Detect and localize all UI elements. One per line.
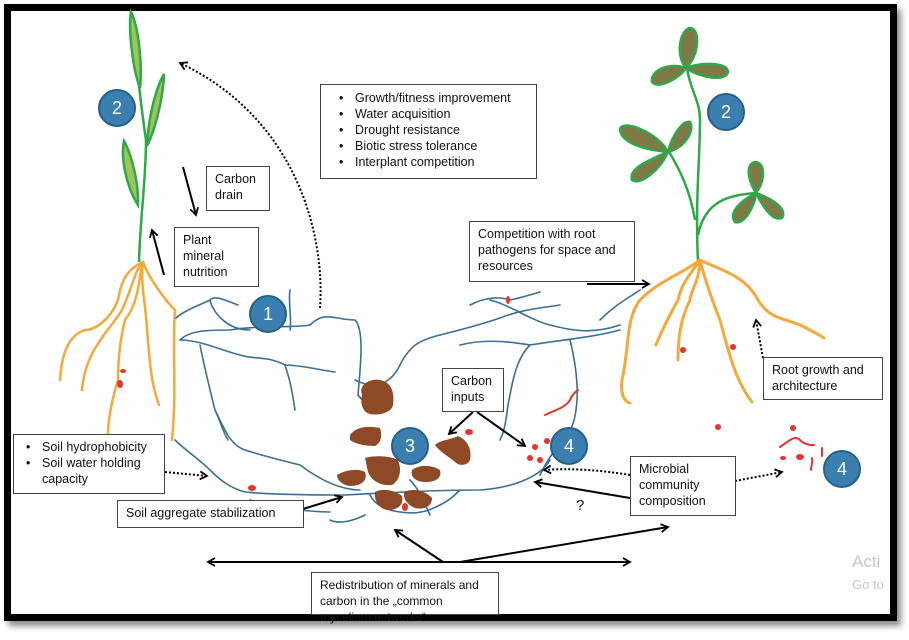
plant-mineral-nutrition-label: Plant mineral nutrition — [174, 227, 259, 287]
microbial-arrow-right — [734, 468, 784, 482]
question-mark: ? — [576, 497, 585, 514]
badge-4-right: 4 — [823, 450, 861, 488]
clover-stem — [696, 191, 757, 236]
badge-1: 1 — [249, 295, 287, 333]
bacterium — [465, 429, 473, 435]
bacterium — [120, 369, 126, 373]
soil-aggregate — [403, 490, 432, 509]
clover-stem — [685, 67, 702, 263]
clover-leaf — [618, 124, 671, 154]
clover-leaf — [650, 64, 688, 86]
bacterium — [730, 344, 736, 350]
dotted-arrow-benefits — [178, 61, 322, 309]
grass-roots — [58, 260, 177, 442]
bacterium — [537, 457, 543, 463]
badge-2-left: 2 — [98, 89, 136, 127]
carbon-inputs-arrow-left — [447, 411, 474, 436]
bacterium — [506, 296, 510, 304]
soil-water-list: Soil hydrophobicity Soil water holding c… — [22, 439, 156, 487]
benefits-list: Growth/fitness improvement Water acquisi… — [329, 90, 528, 170]
soil-water-arrow — [164, 470, 209, 481]
soil-aggregate — [374, 489, 403, 510]
clover-leaf — [732, 190, 758, 224]
carbon-inputs-arrow-right — [476, 411, 527, 448]
bacterium — [117, 380, 123, 388]
clover-leaf — [747, 160, 765, 196]
clover-leaf — [683, 62, 730, 80]
soil-water-item: Soil water holding capacity — [26, 455, 156, 487]
badge-3: 3 — [391, 427, 429, 465]
bacterium — [680, 347, 686, 353]
bacterium — [715, 424, 721, 430]
soil-aggregate — [365, 456, 400, 486]
grass-plant — [121, 7, 166, 263]
grass-leaf — [121, 137, 140, 209]
soil-aggregate — [411, 465, 441, 482]
aggregate-arrow — [302, 494, 344, 510]
microbial-community-label: Microbial community composition — [630, 456, 736, 516]
soil-aggregate — [337, 469, 366, 486]
root-growth-arrow — [752, 318, 764, 359]
carbon-drain-label: Carbon drain — [206, 166, 270, 211]
soil-aggregate — [435, 436, 471, 465]
activation-watermark-line2: Go to — [852, 577, 884, 592]
carbon-drain-arrow — [182, 166, 199, 217]
activation-watermark-line1: Acti — [852, 552, 881, 571]
root-growth-label: Root growth and architecture — [763, 357, 883, 400]
clover-leaf — [678, 26, 699, 70]
clover-roots — [620, 258, 826, 405]
grass-leaf — [128, 7, 142, 89]
mineral-nutrition-arrow — [149, 228, 165, 276]
microbial-solid-arrow — [533, 478, 631, 499]
badge-2-right: 2 — [707, 93, 745, 131]
redistribution-label: Redistribution of minerals and carbon in… — [311, 572, 499, 624]
benefit-item: Water acquisition — [339, 106, 528, 122]
bacterium — [248, 485, 256, 491]
benefit-item: Interplant competition — [339, 154, 528, 170]
bacterium — [527, 455, 533, 461]
competition-label: Competition with root pathogens for spac… — [469, 221, 635, 282]
soil-aggregate — [361, 379, 394, 415]
soil-water-item: Soil hydrophobicity — [26, 439, 156, 455]
soil-water-box: Soil hydrophobicity Soil water holding c… — [13, 434, 165, 494]
clover-stem — [666, 149, 697, 221]
clover-leaf — [666, 120, 693, 154]
bacterium — [544, 438, 550, 444]
redistribution-arrow-right — [459, 523, 670, 563]
soil-aggregates — [337, 379, 471, 510]
soil-aggregate-label: Soil aggregate stabilization — [117, 500, 304, 528]
bacterium — [402, 503, 408, 511]
grass-leaf — [145, 73, 166, 147]
clover-plant — [618, 26, 785, 263]
hyphae-network — [174, 289, 641, 523]
bacterium — [780, 456, 786, 460]
bacteria — [117, 296, 804, 511]
benefits-box: Growth/fitness improvement Water acquisi… — [320, 84, 537, 179]
badge-4-center: 4 — [550, 427, 588, 465]
bacterium — [532, 444, 538, 450]
microbial-arrow-left — [542, 464, 631, 476]
bacteria-filaments — [544, 389, 823, 471]
clover-leaf — [753, 190, 785, 220]
bacterium — [790, 425, 796, 431]
bacterium — [796, 454, 804, 460]
benefit-item: Drought resistance — [339, 122, 528, 138]
benefit-item: Biotic stress tolerance — [339, 138, 528, 154]
redistribution-arrow-up — [393, 528, 444, 563]
soil-aggregate — [350, 426, 382, 446]
clover-leaf — [630, 149, 671, 183]
arrows — [149, 61, 784, 567]
benefit-item: Growth/fitness improvement — [339, 90, 528, 106]
carbon-inputs-label: Carbon inputs — [442, 368, 504, 412]
